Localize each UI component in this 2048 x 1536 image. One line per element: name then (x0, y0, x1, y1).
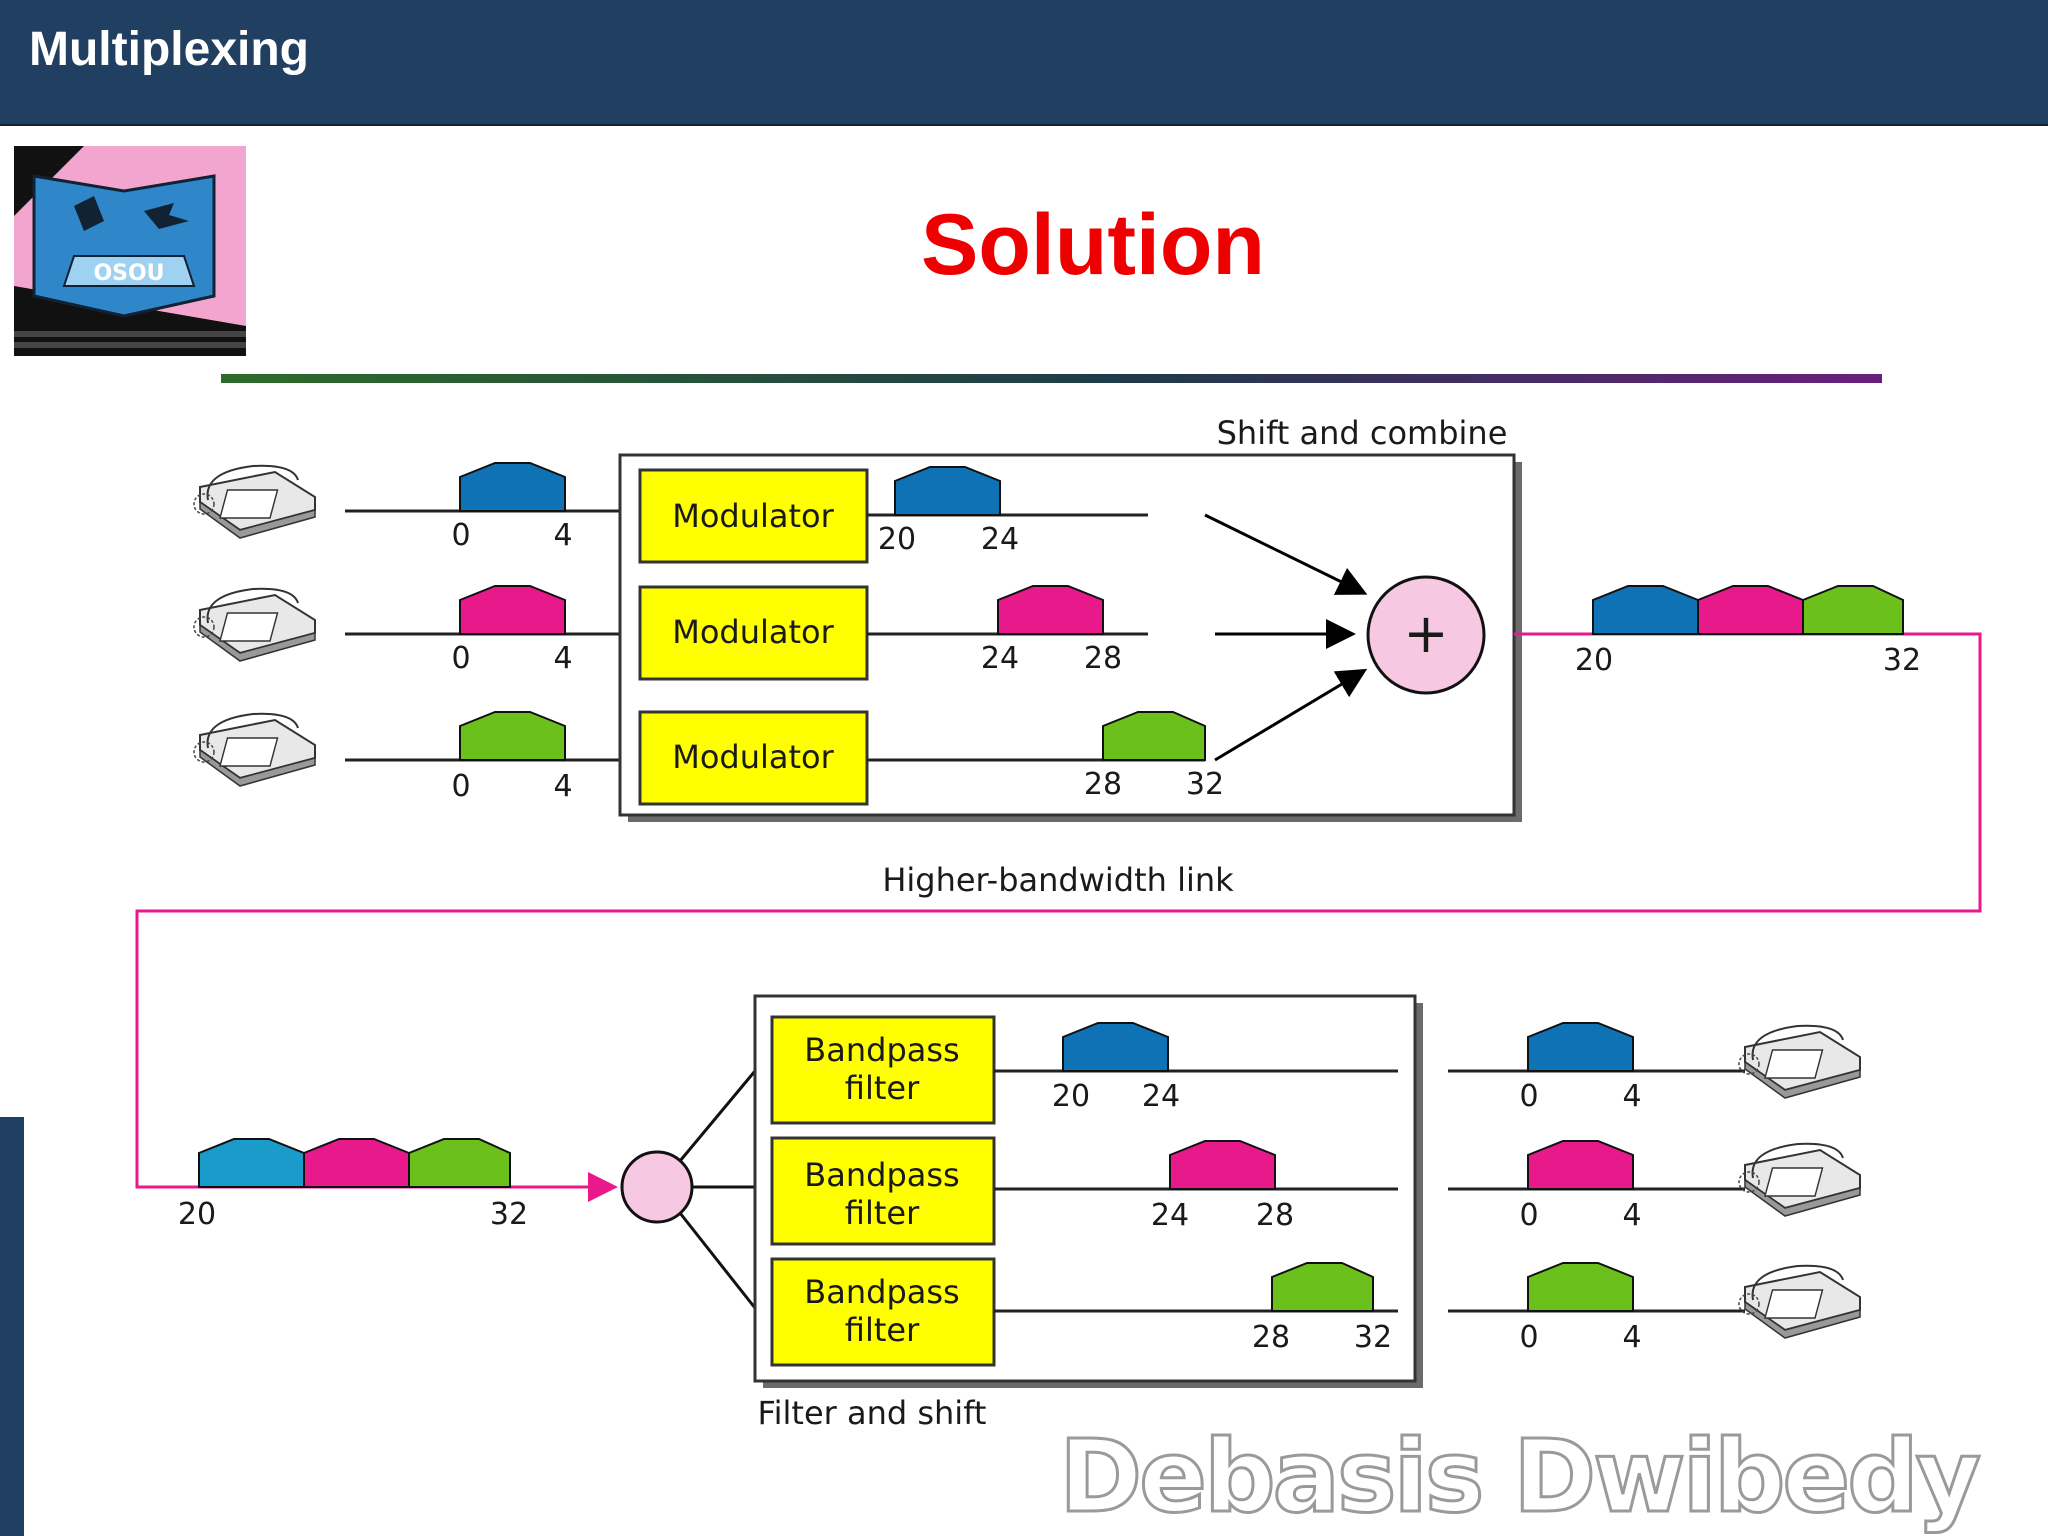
freq-label: 0 (451, 518, 470, 553)
title-divider (221, 374, 1882, 383)
freq-label: 32 (490, 1197, 528, 1232)
link-label: Higher-bandwidth link (882, 861, 1234, 899)
adder-circle (1366, 575, 1486, 695)
freq-label: 20 (878, 522, 916, 557)
freq-label: 4 (553, 518, 572, 553)
filter-label: Filter and shift (758, 1394, 987, 1432)
freq-label: 32 (1883, 643, 1921, 678)
freq-label: 0 (451, 641, 470, 676)
freq-label: 0 (1519, 1079, 1538, 1114)
freq-label: 24 (1151, 1198, 1189, 1233)
spectrum-blue-filtered (1062, 1022, 1169, 1072)
phone-icon (1738, 1142, 1861, 1217)
phone-icon (193, 464, 316, 539)
left-accent-bar (0, 1117, 24, 1536)
freq-label: 20 (178, 1197, 216, 1232)
freq-label: 32 (1354, 1320, 1392, 1355)
arrow-to-adder (1214, 668, 1368, 762)
filter-label-line2: filter (845, 1194, 920, 1232)
header-bar: Multiplexing (0, 0, 2048, 126)
freq-label: 28 (1084, 767, 1122, 802)
spectrum-green-received (408, 1138, 511, 1188)
university-logo: OSOU (14, 146, 246, 356)
filter-label-line2: filter (845, 1069, 920, 1107)
filter-label-line1: Bandpass (804, 1273, 959, 1311)
modulator-2 (638, 585, 869, 681)
spectrum-blue-combined (1592, 585, 1699, 635)
spectrum-pink-combined (1697, 585, 1804, 635)
spectrum-green-filtered (1271, 1262, 1374, 1312)
modulator-label: Modulator (672, 497, 834, 535)
arrow-to-adder (1204, 513, 1368, 595)
filter-label-line1: Bandpass (804, 1031, 959, 1069)
author-watermark: Debasis Dwibedy (1058, 1417, 1983, 1536)
spectrum-pink-output (1527, 1140, 1634, 1190)
modulator-label: Modulator (672, 738, 834, 776)
freq-label: 4 (553, 641, 572, 676)
freq-label: 4 (553, 769, 572, 804)
freq-label: 20 (1575, 643, 1613, 678)
spectrum-pink-input (459, 585, 566, 635)
freq-label: 20 (1052, 1079, 1090, 1114)
spectrum-green-combined (1802, 585, 1904, 635)
modulator-3 (638, 710, 869, 806)
shift-label: Shift and combine (1217, 414, 1508, 452)
spectrum-blue-shifted (894, 466, 1001, 516)
splitter-line (678, 1212, 757, 1309)
splitter-line (678, 1070, 757, 1162)
spectrum-blue-received (198, 1138, 305, 1188)
freq-label: 24 (1142, 1079, 1180, 1114)
spectrum-blue-input (459, 462, 566, 512)
freq-label: 32 (1186, 767, 1224, 802)
freq-label: 4 (1622, 1320, 1641, 1355)
phone-icon (193, 712, 316, 787)
freq-label: 4 (1622, 1079, 1641, 1114)
spectrum-green-output (1527, 1262, 1634, 1312)
freq-label: 24 (981, 641, 1019, 676)
spectrum-blue-output (1527, 1022, 1634, 1072)
spectrum-pink-received (303, 1138, 410, 1188)
freq-label: 0 (451, 769, 470, 804)
slide-title: Solution (921, 197, 1265, 293)
freq-label: 0 (1519, 1198, 1538, 1233)
splitter-circle (620, 1150, 694, 1224)
freq-label: 28 (1252, 1320, 1290, 1355)
bandpass-filter-1 (770, 1015, 996, 1125)
spectrum-green-input (459, 711, 566, 761)
plus-icon: + (1403, 602, 1448, 665)
filter-label-line2: filter (845, 1311, 920, 1349)
bandpass-filter-2 (770, 1136, 996, 1246)
spectrum-green-shifted (1102, 711, 1206, 761)
spectrum-pink-shifted (997, 585, 1104, 635)
filter-label-line1: Bandpass (804, 1156, 959, 1194)
freq-label: 0 (1519, 1320, 1538, 1355)
spectrum-pink-filtered (1169, 1140, 1276, 1190)
header-title: Multiplexing (29, 23, 309, 76)
modulator-label: Modulator (672, 613, 834, 651)
phone-icon (193, 587, 316, 662)
freq-label: 28 (1084, 641, 1122, 676)
freq-label: 24 (981, 522, 1019, 557)
freq-label: 4 (1622, 1198, 1641, 1233)
phone-icon (1738, 1024, 1861, 1099)
phone-icon (1738, 1264, 1861, 1339)
modulator-1 (638, 468, 869, 564)
freq-label: 28 (1256, 1198, 1294, 1233)
logo-text: OSOU (93, 261, 164, 286)
